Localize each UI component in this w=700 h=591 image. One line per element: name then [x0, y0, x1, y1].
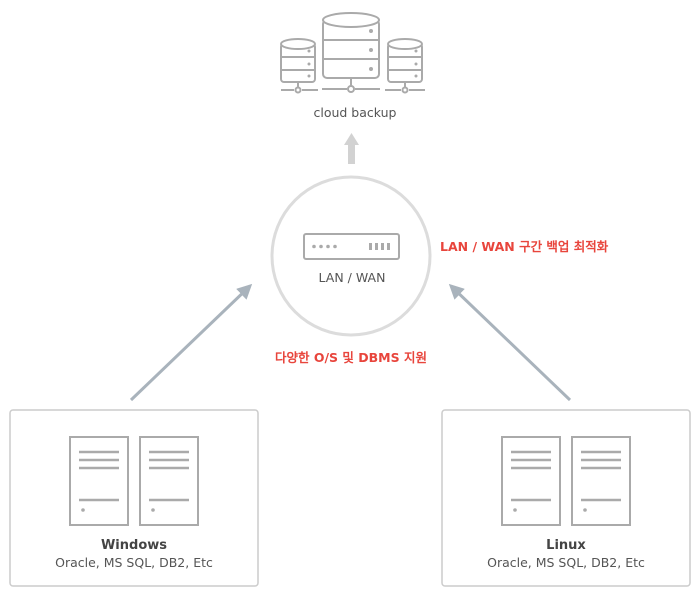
server-rack-icon: [139, 436, 199, 526]
wan-optimization-annotation: LAN / WAN 구간 백업 최적화: [440, 239, 609, 254]
server-rack-icon: [571, 436, 631, 526]
upload-arrow: [344, 133, 359, 164]
server-rack-icon: [501, 436, 561, 526]
os-support-annotation: 다양한 O/S 및 DBMS 지원: [275, 350, 427, 365]
network-switch-icon: [303, 233, 400, 260]
windows-title: Windows: [100, 538, 168, 553]
linux-title: Linux: [546, 538, 586, 553]
network-label: LAN / WAN: [318, 270, 386, 285]
windows-to-network-arrow: [129, 283, 253, 402]
cloud-backup-label: cloud backup: [313, 105, 397, 120]
database-cluster-icon: [280, 12, 425, 94]
server-rack-icon: [69, 436, 129, 526]
linux-to-network-arrow: [448, 283, 572, 402]
linux-subtitle: Oracle, MS SQL, DB2, Etc: [487, 555, 645, 570]
windows-subtitle: Oracle, MS SQL, DB2, Etc: [55, 555, 213, 570]
